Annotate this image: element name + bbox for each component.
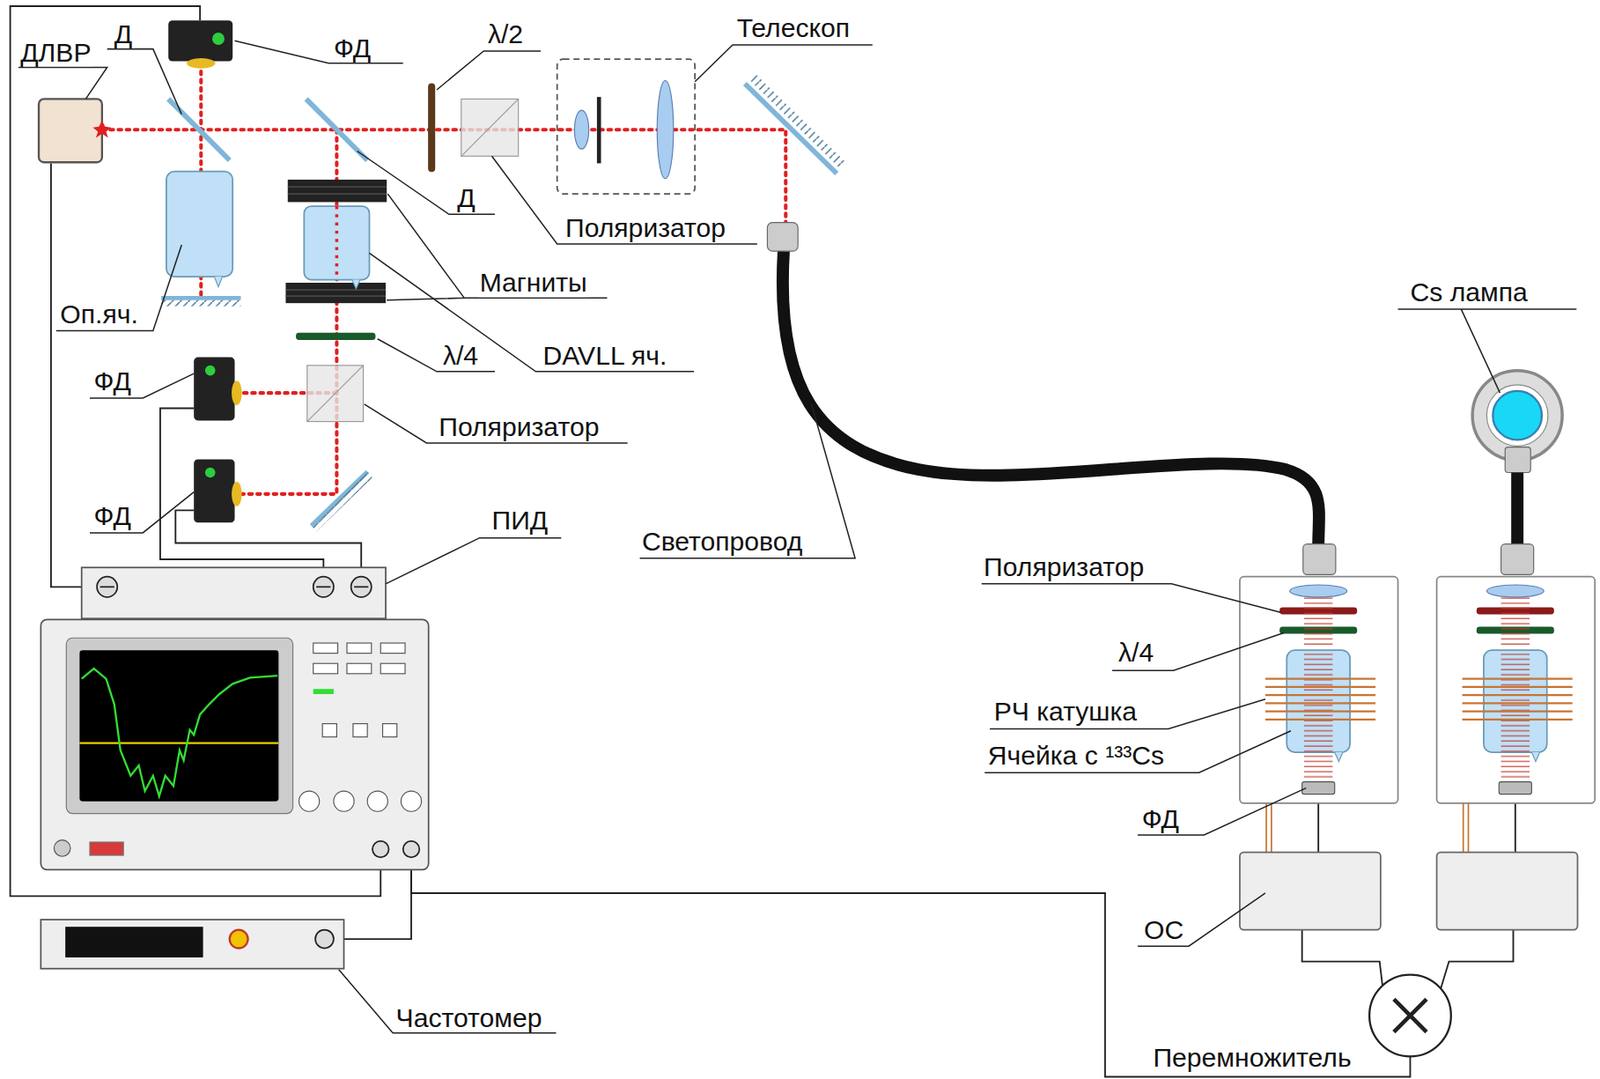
lens (574, 110, 589, 149)
pid-controller (81, 567, 386, 619)
device-label: ОС (1142, 916, 1187, 945)
oscilloscope (40, 619, 428, 870)
part-label: ФД (1139, 804, 1181, 834)
lens (656, 81, 674, 179)
sensor-module (1437, 576, 1596, 930)
sensor-module (1239, 576, 1399, 930)
beamsplitter (168, 98, 230, 161)
device-label: Магниты (477, 269, 590, 298)
part-label: Д (111, 20, 134, 49)
part-label: DAVLL яч. (540, 341, 670, 370)
device-label: Ячейка с ¹³³Cs (985, 741, 1166, 770)
device-label: Cs лампа (1408, 278, 1530, 307)
device-label: ПИД (489, 507, 550, 536)
device-label: Перемножитель (1150, 1043, 1354, 1072)
laser-beam (102, 63, 786, 495)
device-label: Поляризатор (563, 213, 729, 243)
part-label: ФД (91, 501, 133, 531)
part-label: λ/2 (486, 20, 526, 49)
fiber-connector (766, 222, 798, 251)
photodiode (193, 357, 242, 524)
part-label: Д (455, 184, 478, 214)
part-label: ФД (91, 367, 133, 396)
magnet (285, 179, 387, 303)
device-label: Поляризатор (436, 412, 602, 442)
telescope-frame (557, 58, 695, 194)
photodiode (168, 20, 233, 61)
part-label: Частотомер (393, 1003, 545, 1033)
polarizer-cube (461, 98, 519, 156)
device-label: Телескоп (734, 14, 852, 43)
davll-cell (303, 206, 369, 280)
part-label: Поляризатор (981, 552, 1147, 582)
device-label: ДЛВР (18, 38, 94, 67)
half-wave-plate (427, 86, 436, 169)
frequency-counter (40, 919, 344, 969)
fiber (782, 250, 1320, 546)
part-label: Светопровод (640, 527, 805, 556)
laser-box (38, 98, 103, 163)
polarizer-cube (307, 365, 364, 422)
quarter-wave-plate (295, 332, 376, 340)
leader-lines (18, 40, 1577, 1033)
device-label: λ/4 (1116, 638, 1157, 667)
mirror (161, 295, 241, 301)
wires (10, 6, 1516, 1077)
mirror (744, 83, 837, 174)
part-label: Оп.яч. (58, 301, 141, 330)
part-label: РЧ катушка (991, 698, 1139, 727)
device-label: λ/4 (441, 341, 481, 370)
device-label: ФД (331, 34, 374, 63)
multiplier (1369, 974, 1452, 1057)
laser-star (92, 120, 111, 139)
